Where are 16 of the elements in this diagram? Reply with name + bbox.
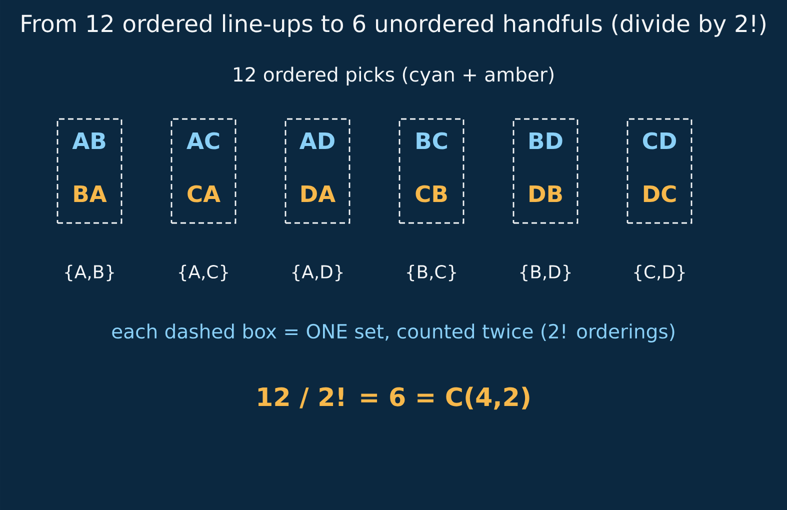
- set-label: {A,D}: [292, 264, 342, 282]
- dashed-box: BC CB: [398, 118, 464, 224]
- set-label: {B,D}: [520, 264, 571, 282]
- formula-text: 12 / 2! = 6 = C(4,2): [258, 386, 530, 410]
- note-text: each dashed box = ONE set, counted twice (2! orderings): [112, 324, 674, 342]
- set-label: {B,C}: [407, 264, 456, 282]
- set-label: {A,C}: [179, 264, 228, 282]
- set-label: {A,B}: [65, 264, 114, 282]
- dashed-box: CD DC: [626, 118, 692, 224]
- set-label: {C,D}: [634, 264, 685, 282]
- subtitle: 12 ordered picks (cyan + amber): [234, 66, 554, 86]
- dashed-box: BD DB: [512, 118, 578, 224]
- dashed-box: AC CA: [170, 118, 236, 224]
- title: From 12 ordered line-ups to 6 unordered handfuls (divide by 2!): [22, 14, 766, 37]
- dashed-box: AB BA: [56, 118, 122, 224]
- dashed-box: AD DA: [284, 118, 350, 224]
